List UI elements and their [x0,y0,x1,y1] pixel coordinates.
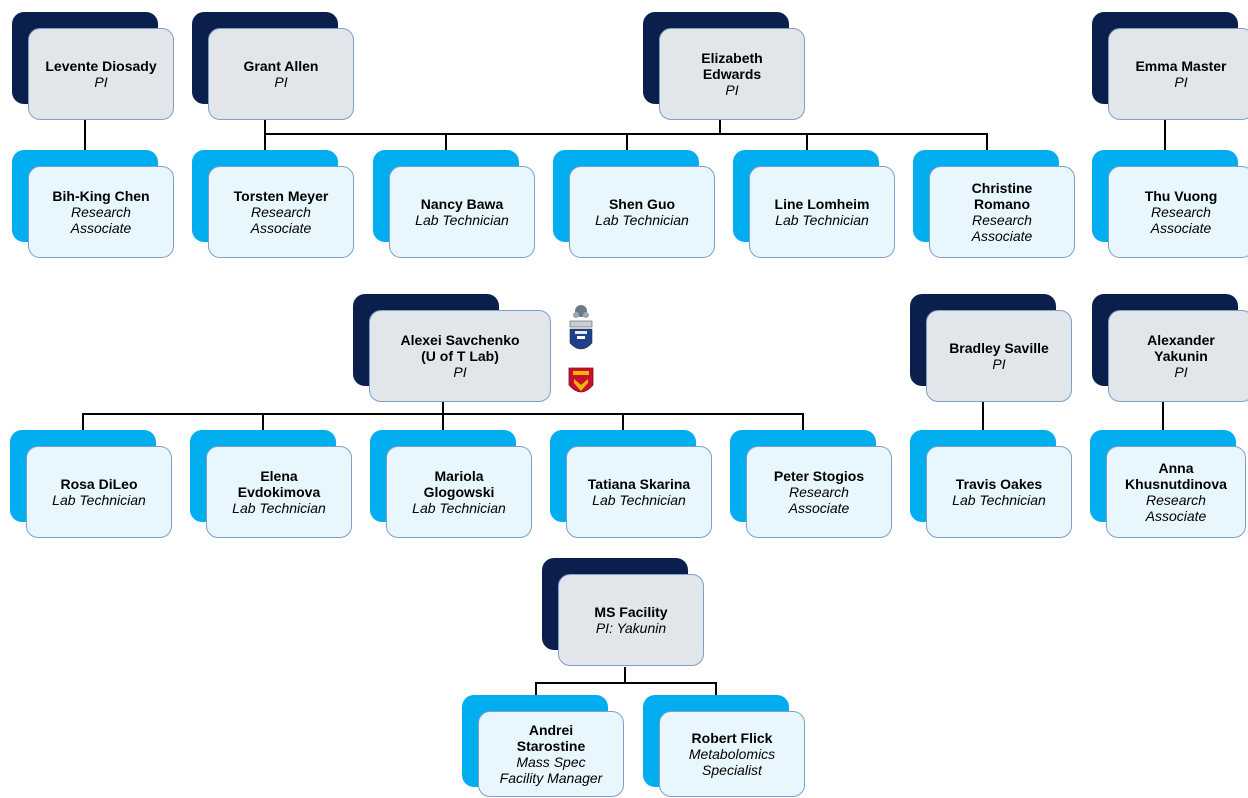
person-name: Emma Master [1135,58,1227,74]
person-role: PI [453,364,467,380]
person-role: Lab Technician [775,212,869,228]
staff-card: Christine Romano Research Associate [929,166,1075,258]
person-role: Lab Technician [52,492,146,508]
staff-card: Bih-King Chen Research Associate [28,166,174,258]
pi-card: Elizabeth Edwards PI [659,28,805,120]
person-role: Research Associate [788,484,850,516]
person-name: Andrei Starostine [516,722,586,754]
university-of-calgary-crest-icon [568,367,594,393]
person-role: PI [725,82,739,98]
person-name: Tatiana Skarina [587,476,691,492]
person-name: Rosa DiLeo [60,476,138,492]
staff-card: Tatiana Skarina Lab Technician [566,446,712,538]
connector-line [82,413,84,430]
person-role: Research Associate [1150,204,1212,236]
pi-card: Alexander Yakunin PI [1108,310,1248,402]
person-role: PI [1174,74,1188,90]
pi-card: Levente Diosady PI [28,28,174,120]
person-name: Alexei Savchenko (U of T Lab) [400,332,520,364]
person-role: Mass Spec Facility Manager [499,754,603,786]
person-name: Levente Diosady [45,58,157,74]
person-role: PI [274,74,288,90]
person-name: Anna Khusnutdinova [1125,460,1227,492]
staff-card: Travis Oakes Lab Technician [926,446,1072,538]
connector-line [624,667,626,683]
person-name: Nancy Bawa [420,196,504,212]
person-role: Lab Technician [952,492,1046,508]
pi-card: Grant Allen PI [208,28,354,120]
connector-line [982,402,984,430]
staff-card: Line Lomheim Lab Technician [749,166,895,258]
connector-line [535,682,537,695]
connector-line [802,413,804,430]
person-name: Alexander Yakunin [1147,332,1215,364]
staff-card: Shen Guo Lab Technician [569,166,715,258]
staff-card: Mariola Glogowski Lab Technician [386,446,532,538]
person-name: Grant Allen [243,58,319,74]
connector-line [84,120,86,150]
person-name: Torsten Meyer [233,188,329,204]
facility-name: MS Facility [594,604,668,620]
person-name: Thu Vuong [1144,188,1218,204]
connector-line [442,413,444,430]
pi-card: MS Facility PI: Yakunin [558,574,704,666]
connector-line [264,133,266,150]
staff-card: Torsten Meyer Research Associate [208,166,354,258]
person-name: Peter Stogios [773,468,865,484]
person-name: Bih-King Chen [52,188,150,204]
connector-line [622,413,624,430]
staff-card: Robert Flick Metabolomics Specialist [659,711,805,797]
person-role: PI [992,356,1006,372]
person-name: Christine Romano [971,180,1033,212]
person-role: Research Associate [971,212,1033,244]
connector-line [1164,120,1166,150]
person-name: Robert Flick [691,730,773,746]
connector-line [715,682,717,695]
connector-line [986,133,988,150]
connector-line [442,402,444,415]
staff-card: Peter Stogios Research Associate [746,446,892,538]
staff-card: Thu Vuong Research Associate [1108,166,1248,258]
staff-card: Nancy Bawa Lab Technician [389,166,535,258]
person-role: Research Associate [250,204,312,236]
facility-pi: PI: Yakunin [595,620,667,636]
person-name: Shen Guo [608,196,676,212]
person-name: Travis Oakes [955,476,1043,492]
connector-line [264,133,987,135]
staff-card: Rosa DiLeo Lab Technician [26,446,172,538]
person-name: Elizabeth Edwards [701,50,763,82]
pi-card: Alexei Savchenko (U of T Lab) PI [369,310,551,402]
person-role: Lab Technician [415,212,509,228]
person-role: PI [1174,364,1188,380]
person-name: Line Lomheim [774,196,870,212]
person-role: Lab Technician [592,492,686,508]
person-role: Lab Technician [595,212,689,228]
staff-card: Andrei Starostine Mass Spec Facility Man… [478,711,624,797]
connector-line [535,682,717,684]
connector-line [806,133,808,150]
person-name: Elena Evdokimova [237,468,321,500]
staff-card: Elena Evdokimova Lab Technician [206,446,352,538]
staff-card: Anna Khusnutdinova Research Associate [1106,446,1246,538]
person-role: Lab Technician [232,500,326,516]
connector-line [626,133,628,150]
person-role: Lab Technician [412,500,506,516]
person-role: Research Associate [70,204,132,236]
person-role: Metabolomics Specialist [688,746,776,778]
person-name: Mariola Glogowski [423,468,495,500]
university-of-toronto-crest-icon [569,305,593,350]
connector-line [264,120,266,133]
connector-line [1162,402,1164,430]
pi-card: Bradley Saville PI [926,310,1072,402]
person-name: Bradley Saville [949,340,1049,356]
person-role: PI [94,74,108,90]
connector-line [262,413,264,430]
person-role: Research Associate [1145,492,1207,524]
connector-line [445,133,447,150]
pi-card: Emma Master PI [1108,28,1248,120]
